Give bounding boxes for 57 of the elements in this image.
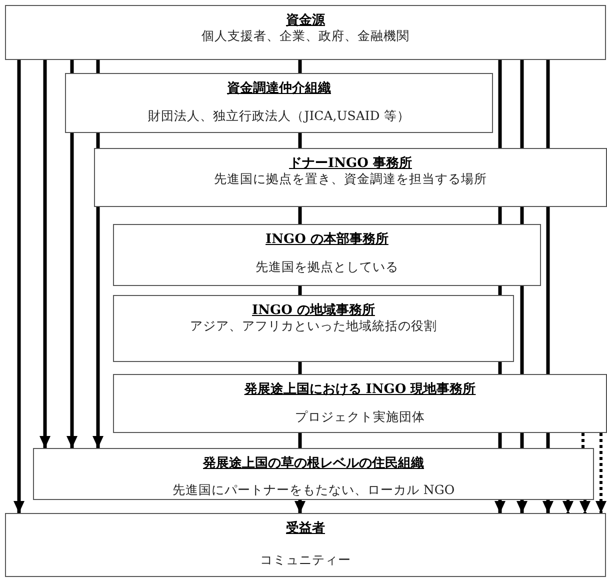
org-box <box>65 73 493 133</box>
org-box <box>94 148 607 207</box>
connector-line <box>498 207 502 224</box>
connector-line <box>498 433 502 448</box>
box-heading: INGO の本部事務所 <box>266 232 388 247</box>
box-text: 財団法人、独立行政法人（JICA,USAID 等） <box>148 108 410 123</box>
box-text: プロジェクト実施団体 <box>295 409 425 424</box>
box-heading: 発展途上国における INGO 現地事務所 <box>244 382 476 397</box>
connector-line <box>70 60 74 73</box>
connector-line <box>520 433 524 448</box>
org-box <box>113 224 541 286</box>
connector-line <box>498 362 502 374</box>
connector-line <box>298 286 302 295</box>
arrow <box>294 500 306 513</box>
connector-line <box>520 286 524 374</box>
arrow <box>66 133 78 448</box>
box-text: コミュニティー <box>260 552 351 567</box>
arrow <box>516 500 528 513</box>
org-box <box>33 448 594 500</box>
org-box <box>113 295 514 362</box>
box-heading: 受益者 <box>286 521 325 536</box>
connector-line <box>96 60 100 73</box>
arrow <box>40 60 50 448</box>
arrow <box>92 207 104 448</box>
box-heading: 資金調達仲介組織 <box>227 81 331 96</box>
connector-line <box>298 207 302 224</box>
org-box <box>5 513 606 577</box>
connector-line <box>498 286 502 295</box>
box-heading: 資金源 <box>286 13 325 28</box>
arrow <box>14 60 24 513</box>
connector-line <box>520 60 524 148</box>
arrow <box>542 500 554 513</box>
arrow <box>494 500 506 513</box>
connector-line <box>298 433 302 448</box>
box-text: アジア、アフリカといった地域統括の役割 <box>190 318 437 333</box>
org-box <box>113 374 607 433</box>
box-heading: 発展途上国の草の根レベルの住民組織 <box>203 456 424 471</box>
connector-line <box>546 433 550 448</box>
connector-line <box>298 133 302 148</box>
box-heading: INGO の地域事務所 <box>252 303 375 318</box>
arrow <box>562 500 574 513</box>
connector-line <box>298 60 302 73</box>
connector-line <box>582 433 584 448</box>
box-text: 個人支援者、企業、政府、金融機関 <box>202 28 410 43</box>
arrow <box>580 500 590 513</box>
box-heading: ドナーINGO 事務所 <box>289 156 412 171</box>
connector-line <box>96 133 100 148</box>
connector-line <box>546 207 550 374</box>
box-text: 先進国に拠点を置き、資金調達を担当する場所 <box>214 171 487 186</box>
box-text: 先進国にパートナーをもたない、ローカル NGO <box>172 482 455 497</box>
connector-line <box>546 60 550 148</box>
connector-line <box>520 207 524 224</box>
box-text: 先進国を拠点としている <box>256 259 398 274</box>
connector-line <box>298 362 302 374</box>
arrow <box>596 433 606 513</box>
connector-line <box>498 60 502 148</box>
org-box <box>5 5 606 60</box>
